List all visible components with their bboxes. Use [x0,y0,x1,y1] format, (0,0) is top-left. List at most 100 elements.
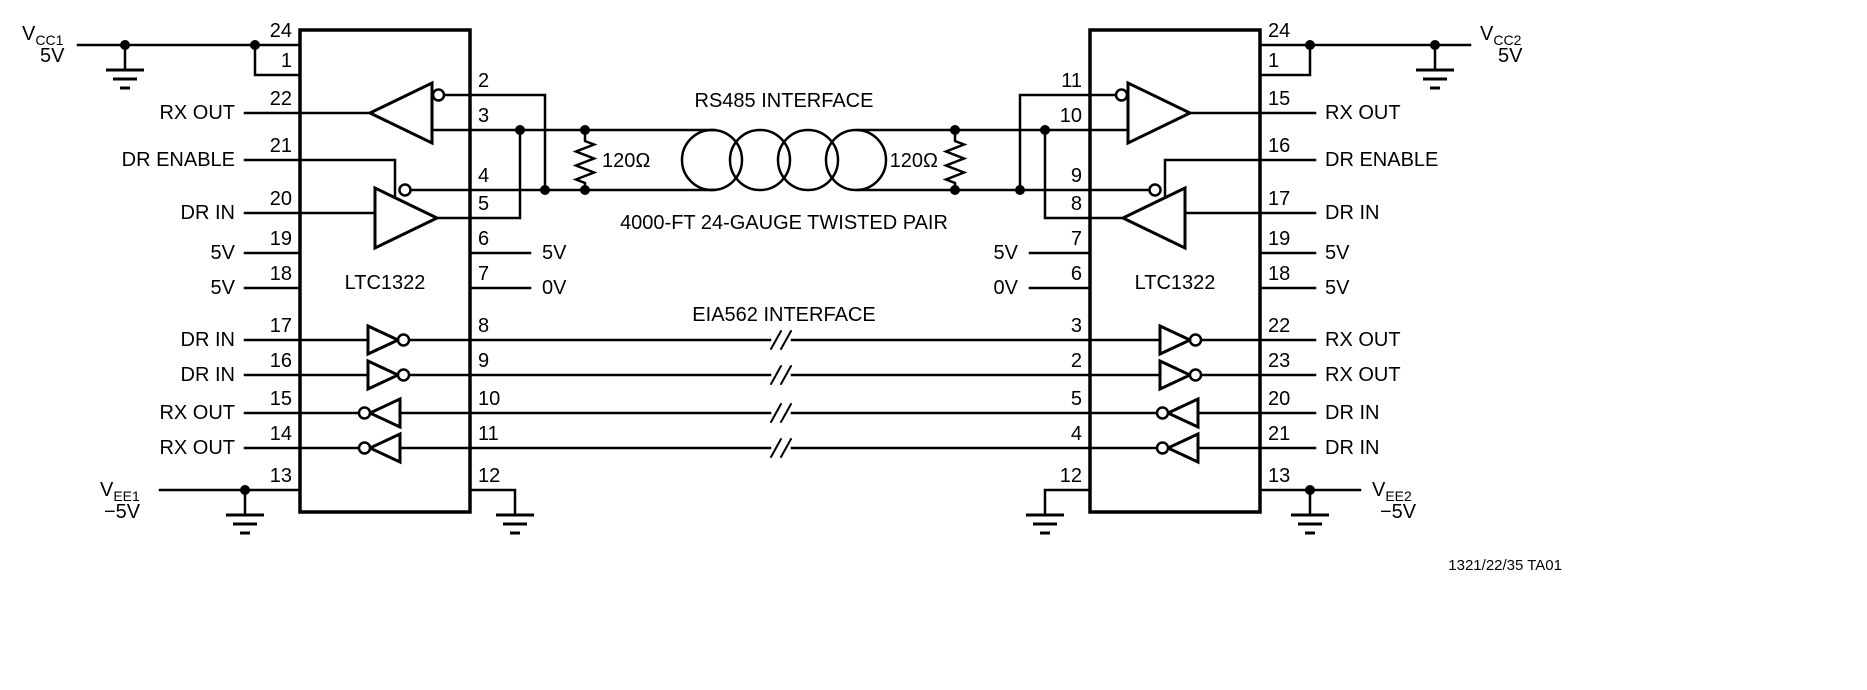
pin-number: 7 [1071,228,1082,250]
resistor-120-left [572,130,598,190]
pin-number: 6 [478,228,489,250]
vee2-voltage: −5V [1380,501,1417,523]
wires-left-rs485 [409,93,716,517]
twisted-pair-loop [728,128,792,192]
pin-number: 21 [270,135,292,157]
pin-number: 3 [478,105,489,127]
vcc1-label: VCC1 [22,23,64,48]
signal-label: RX OUT [159,402,235,424]
terminator-value-left: 120Ω [602,150,650,172]
signal-label: DR IN [181,202,235,224]
junction-dot [250,40,260,50]
inverter-bubble [1155,441,1170,455]
pin-number: 7 [478,263,489,285]
right-ic-pin-numbers-right: 24 1 15 16 17 19 18 22 23 20 21 13 [1268,20,1290,487]
junction-dot [580,125,590,135]
right-ic-signal-labels: RX OUT DR ENABLE DR IN 5V 5V RX OUT RX O… [994,102,1439,459]
rs485-receiver-left [366,80,434,146]
junction-dot [580,185,590,195]
vcc1-voltage: 5V [40,45,65,67]
pin-number: 11 [1061,70,1082,92]
pin-number: 13 [1268,465,1290,487]
signal-label: DR IN [181,329,235,351]
pin-number: 5 [478,193,489,215]
pin-number: 9 [1071,165,1082,187]
left-ic-buffers [357,80,446,465]
pin-number: 19 [1268,228,1290,250]
signal-label: DR ENABLE [1325,149,1438,171]
twisted-pair-loop [776,128,840,192]
junction-dots [120,40,1440,495]
signal-label: RX OUT [1325,102,1401,124]
pin-number: 4 [478,165,489,187]
pin-number: 24 [1268,20,1290,42]
left-ic-pin-numbers-left: 24 1 22 21 20 19 18 17 16 15 14 13 [270,20,292,487]
pin-number: 2 [1071,350,1082,372]
junction-dot [1015,185,1025,195]
pin-number: 10 [1060,105,1082,127]
junction-dot [950,185,960,195]
junction-dot [240,485,250,495]
eia-driver-left-1 [366,323,402,357]
pin-number: 12 [1060,465,1082,487]
pin-number: 18 [1268,263,1290,285]
cable-break-marks [770,330,792,458]
wires-eia562-lines [398,338,1162,450]
ground-icon [104,68,146,90]
pin-number: 17 [270,315,292,337]
pin-number: 16 [270,350,292,372]
wires-left-side [76,43,397,517]
inverter-bubble [431,88,446,102]
pin-number: 20 [1268,388,1290,410]
signal-label: DR IN [1325,437,1379,459]
eia-receiver-right-1 [1164,396,1200,430]
junction-dot [1305,40,1315,50]
inverter-bubble [398,183,412,197]
signal-label: 5V [211,242,236,264]
pin-number: 5 [1071,388,1082,410]
figure-note: 1321/22/35 TA01 [1448,557,1562,574]
signal-label: 0V [542,277,567,299]
pin-number: 15 [270,388,292,410]
signal-label: DR IN [1325,402,1379,424]
twisted-pair-loop [680,128,744,192]
eia-receiver-right-2 [1164,431,1200,465]
inverter-bubble [1148,183,1162,197]
rs485-network [572,128,968,192]
vee1-voltage: −5V [104,501,141,523]
ground-icon [224,513,266,535]
signal-label: DR IN [181,364,235,386]
eia562-interface-label: EIA562 INTERFACE [692,304,875,326]
left-ic-signal-labels: RX OUT DR ENABLE DR IN 5V 5V DR IN DR IN… [122,102,567,459]
right-ic-body [1088,28,1262,514]
signal-label: 5V [994,242,1019,264]
pin-number: 20 [270,188,292,210]
eia-driver-right-2 [1158,358,1194,392]
pin-number: 11 [478,423,499,445]
pin-number: 3 [1071,315,1082,337]
rs485-driver-right [1119,185,1187,251]
pin-number: 4 [1071,423,1082,445]
pin-number: 16 [1268,135,1290,157]
rs485-receiver-right [1126,80,1194,146]
rs485-interface-label: RS485 INTERFACE [695,90,874,112]
eia-receiver-left-1 [366,396,402,430]
pin-number: 22 [270,88,292,110]
signal-label: DR IN [1325,202,1379,224]
pin-number: 15 [1268,88,1290,110]
junction-dot [515,125,525,135]
vee1-label: VEE1 [100,479,140,504]
right-ic-buffers [1114,80,1203,465]
inverter-bubble [1155,406,1170,420]
pin-number: 24 [270,20,292,42]
signal-label: 5V [1325,242,1350,264]
twisted-pair-loop [824,128,888,192]
power-labels: VCC1 5V VEE1 −5V VCC2 5V VEE2 −5V [22,23,1523,523]
pin-number: 13 [270,465,292,487]
pin-number: 14 [270,423,292,445]
vee2-label: VEE2 [1372,479,1412,504]
pin-number: 8 [478,315,489,337]
inverter-bubble [1114,88,1129,102]
right-ic-part-label: LTC1322 [1135,272,1216,294]
